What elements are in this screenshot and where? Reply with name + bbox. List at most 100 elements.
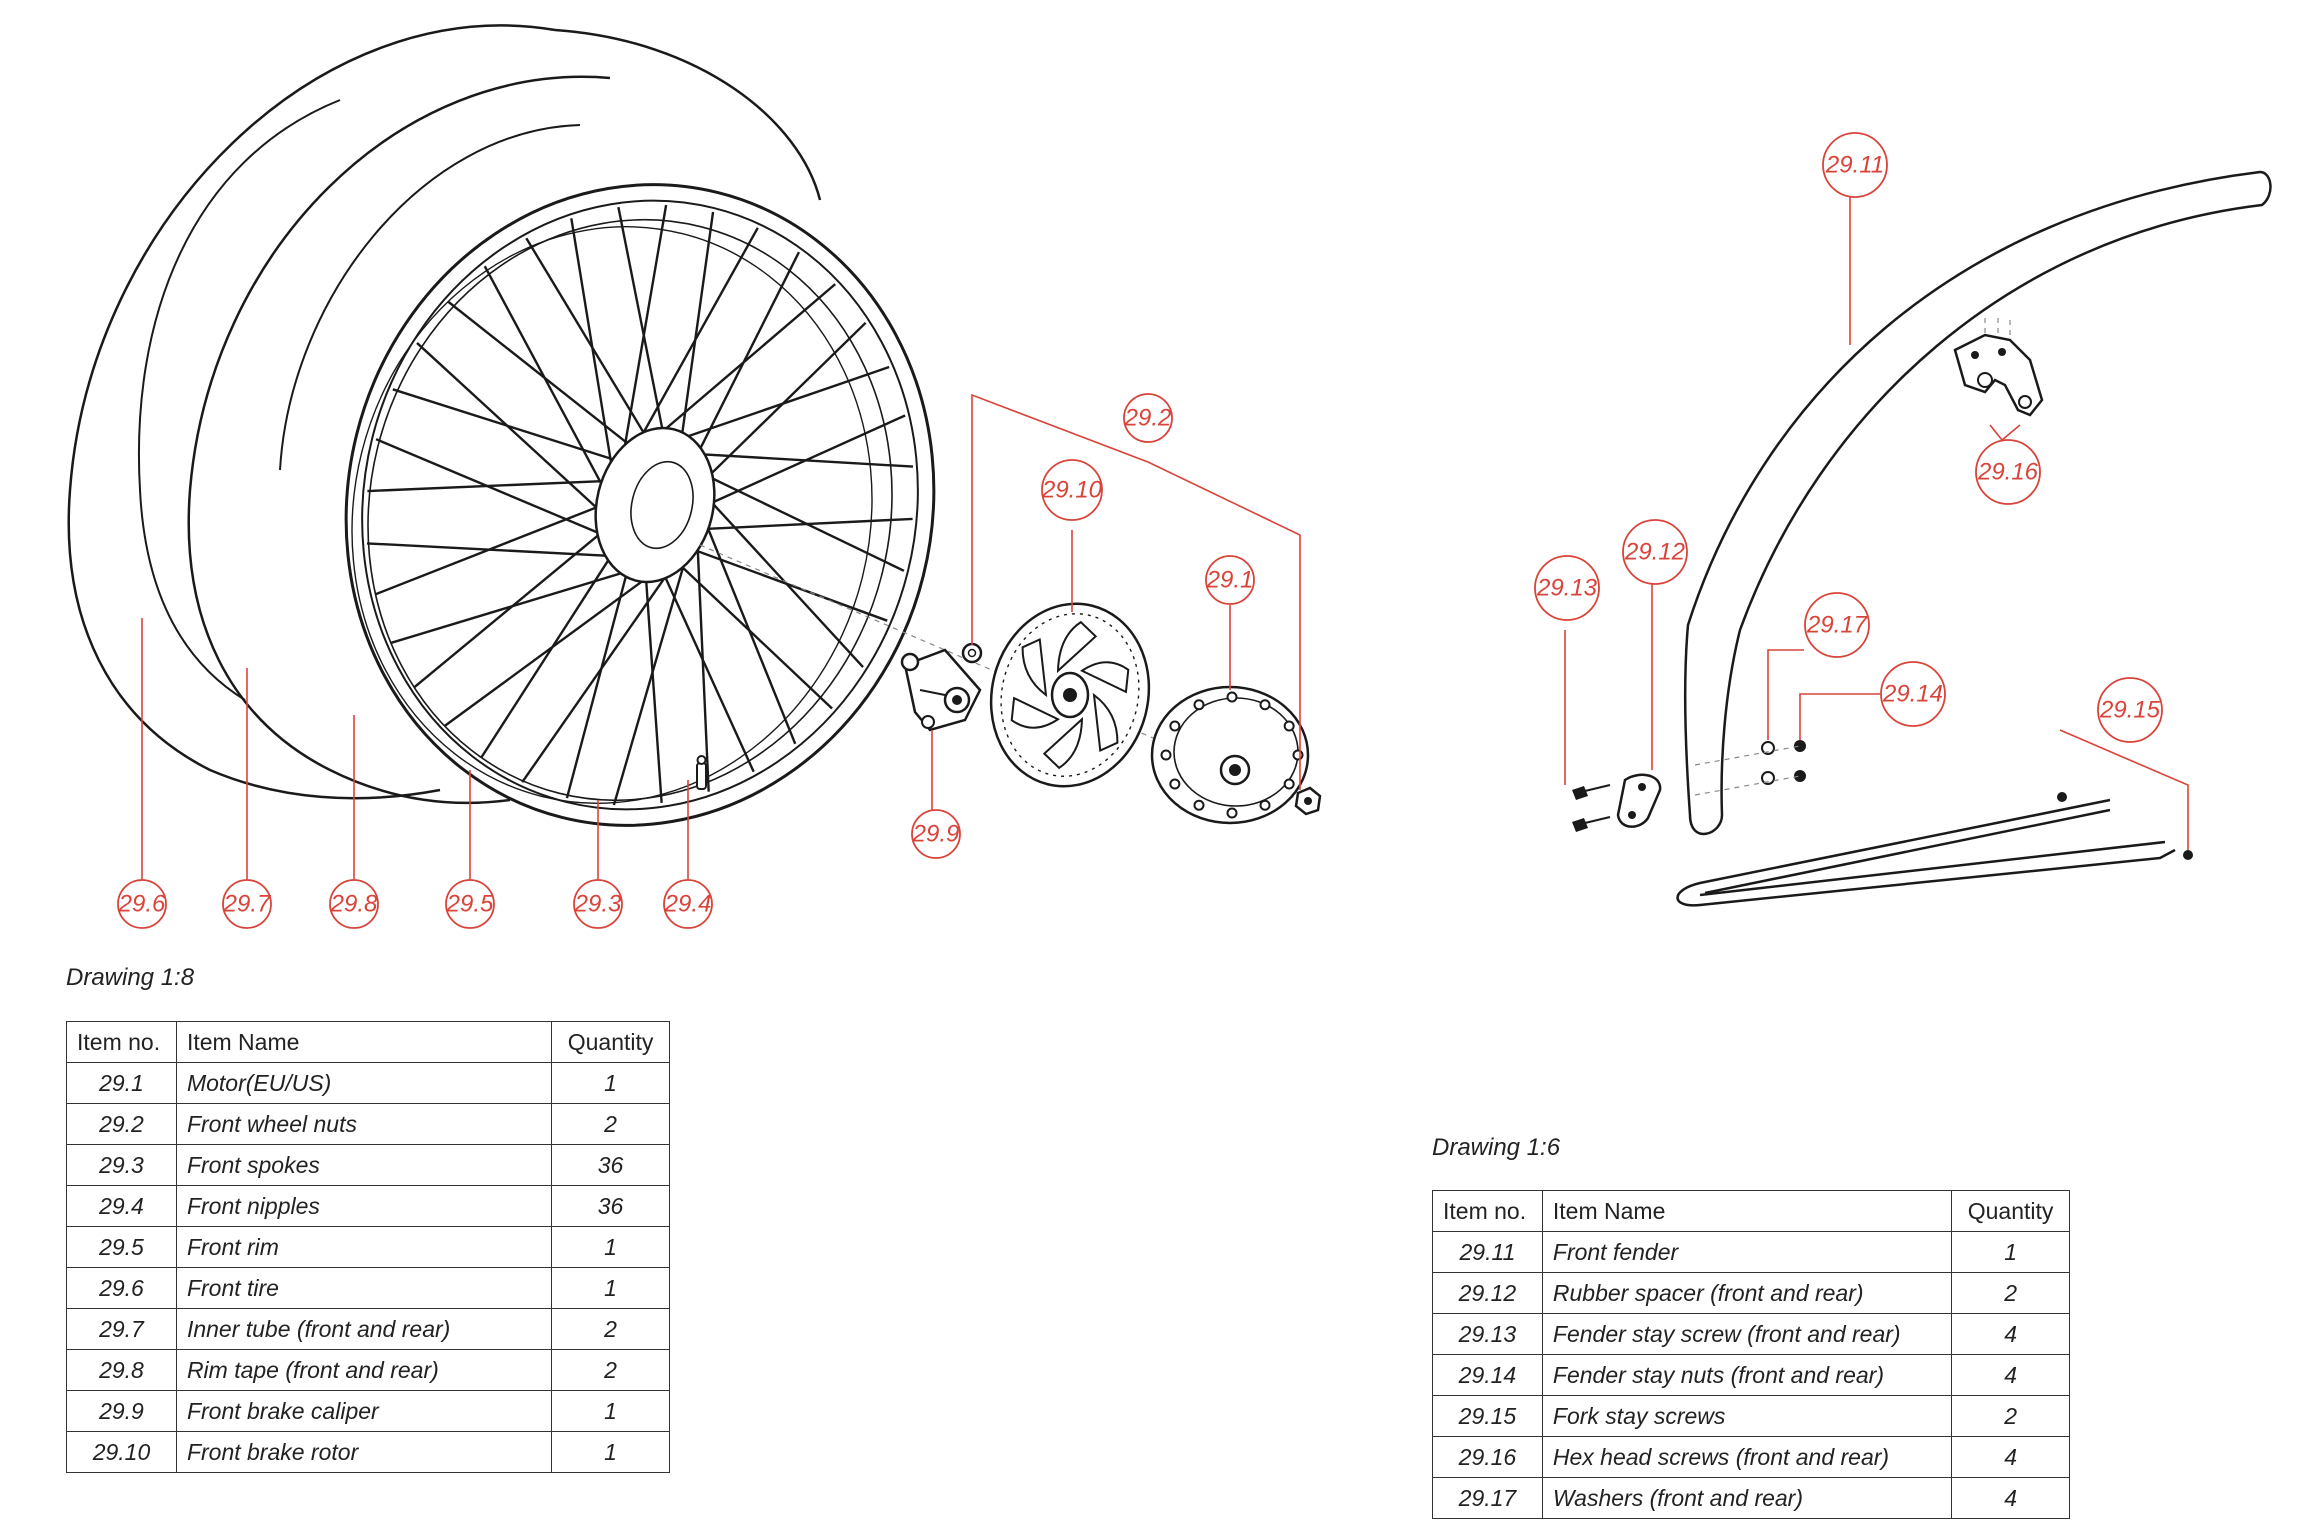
motor-illustration bbox=[1150, 685, 1310, 825]
table-header-row: Item no. Item Name Quantity bbox=[66, 1021, 670, 1063]
column-header-quantity: Quantity bbox=[1951, 1190, 2070, 1232]
drawing-scale-label: Drawing 1:6 bbox=[1432, 1134, 1561, 1161]
cell-quantity: 1 bbox=[551, 1390, 670, 1432]
callout-29-7: 29.7 bbox=[222, 879, 272, 929]
motor-bolt bbox=[1226, 691, 1238, 703]
callout-29-12: 29.12 bbox=[1622, 519, 1688, 585]
spoke bbox=[570, 218, 614, 474]
cell-item-no: 29.1 bbox=[66, 1062, 177, 1104]
leader-lines bbox=[141, 195, 2189, 882]
front-fender-illustration bbox=[1683, 170, 2272, 835]
spoke bbox=[644, 569, 663, 803]
spoke bbox=[684, 452, 914, 468]
spoke bbox=[416, 342, 609, 520]
cell-quantity: 36 bbox=[551, 1185, 670, 1227]
cell-item-no: 29.4 bbox=[66, 1185, 177, 1227]
cell-item-name: Fender stay screw (front and rear) bbox=[1541, 1313, 1953, 1355]
svg-text:29.3: 29.3 bbox=[574, 891, 622, 918]
nipple-illustration bbox=[696, 755, 707, 790]
callout-29-9: 29.9 bbox=[911, 809, 961, 859]
cell-item-no: 29.12 bbox=[1432, 1272, 1543, 1314]
callouts: 29.6 29.7 29.8 29.5 29.3 29.4 29.9 29.10… bbox=[117, 132, 2163, 929]
callout-29-6: 29.6 bbox=[117, 879, 167, 929]
cell-item-name: Front brake rotor bbox=[175, 1431, 553, 1473]
rotor-vane bbox=[1079, 661, 1130, 694]
spoke bbox=[447, 300, 633, 448]
spoke bbox=[701, 491, 864, 668]
svg-text:29.4: 29.4 bbox=[664, 891, 712, 918]
motor-bolt bbox=[1169, 778, 1181, 790]
cell-item-name: Rim tape (front and rear) bbox=[175, 1349, 553, 1391]
rotor-vane bbox=[1010, 696, 1061, 729]
spoke bbox=[636, 227, 759, 445]
cell-item-no: 29.8 bbox=[66, 1349, 177, 1391]
motor-bolt bbox=[1193, 799, 1205, 811]
column-header-item-no: Item no. bbox=[1432, 1190, 1543, 1232]
motor-bolt bbox=[1292, 749, 1304, 761]
brake-rotor-illustration bbox=[989, 602, 1151, 788]
cell-item-no: 29.11 bbox=[1432, 1231, 1543, 1273]
washer-illustration bbox=[961, 642, 983, 664]
spoke bbox=[678, 211, 715, 449]
svg-text:29.6: 29.6 bbox=[118, 891, 166, 918]
cell-item-no: 29.10 bbox=[66, 1431, 177, 1473]
cell-quantity: 4 bbox=[1951, 1436, 2070, 1478]
cell-item-name: Washers (front and rear) bbox=[1541, 1477, 1953, 1519]
cell-item-name: Front nipples bbox=[175, 1185, 553, 1227]
cell-item-name: Front rim bbox=[175, 1226, 553, 1268]
rotor-vane bbox=[1021, 637, 1048, 698]
cell-item-name: Motor(EU/US) bbox=[175, 1062, 553, 1104]
callout-29-1: 29.1 bbox=[1205, 555, 1255, 605]
cell-quantity: 4 bbox=[1951, 1354, 2070, 1396]
cell-item-no: 29.7 bbox=[66, 1308, 177, 1350]
column-header-item-name: Item Name bbox=[175, 1021, 553, 1063]
svg-text:29.11: 29.11 bbox=[1825, 152, 1884, 179]
cell-item-name: Rubber spacer (front and rear) bbox=[1541, 1272, 1953, 1314]
rubber-spacer-illustration bbox=[1616, 773, 1662, 828]
motor-bolt bbox=[1193, 699, 1205, 711]
motor-bolt bbox=[1283, 778, 1295, 790]
motor-bolt bbox=[1259, 699, 1271, 711]
callout-29-4: 29.4 bbox=[663, 879, 713, 929]
spoke bbox=[677, 562, 833, 710]
front-tire-illustration bbox=[67, 24, 822, 800]
callout-29-2: 29.2 bbox=[1123, 393, 1173, 443]
callout-29-5: 29.5 bbox=[445, 879, 495, 929]
spoke bbox=[622, 204, 668, 456]
svg-text:29.17: 29.17 bbox=[1806, 612, 1869, 639]
spoke bbox=[483, 265, 609, 496]
cell-item-name: Front tire bbox=[175, 1267, 553, 1309]
column-header-item-name: Item Name bbox=[1541, 1190, 1953, 1232]
cell-item-name: Hex head screws (front and rear) bbox=[1541, 1436, 1953, 1478]
front-spokes-illustration bbox=[366, 204, 914, 806]
spoke bbox=[366, 542, 626, 558]
cell-item-name: Front wheel nuts bbox=[175, 1103, 553, 1145]
cell-quantity: 1 bbox=[551, 1431, 670, 1473]
cell-item-name: Inner tube (front and rear) bbox=[175, 1308, 553, 1350]
svg-text:29.12: 29.12 bbox=[1624, 539, 1685, 566]
spoke bbox=[565, 560, 632, 799]
callout-29-15: 29.15 bbox=[2097, 677, 2163, 743]
callout-29-14: 29.14 bbox=[1880, 661, 1946, 727]
cell-quantity: 2 bbox=[551, 1308, 670, 1350]
rotor-vane bbox=[1042, 716, 1084, 770]
svg-text:29.9: 29.9 bbox=[912, 821, 960, 848]
spoke bbox=[669, 365, 890, 444]
spoke bbox=[695, 536, 710, 792]
column-header-quantity: Quantity bbox=[551, 1021, 670, 1063]
callout-29-3: 29.3 bbox=[573, 879, 623, 929]
fender-assembly bbox=[1572, 170, 2272, 907]
spoke bbox=[444, 570, 657, 727]
callout-29-11: 29.11 bbox=[1822, 132, 1888, 198]
cell-quantity: 1 bbox=[1951, 1231, 2070, 1273]
